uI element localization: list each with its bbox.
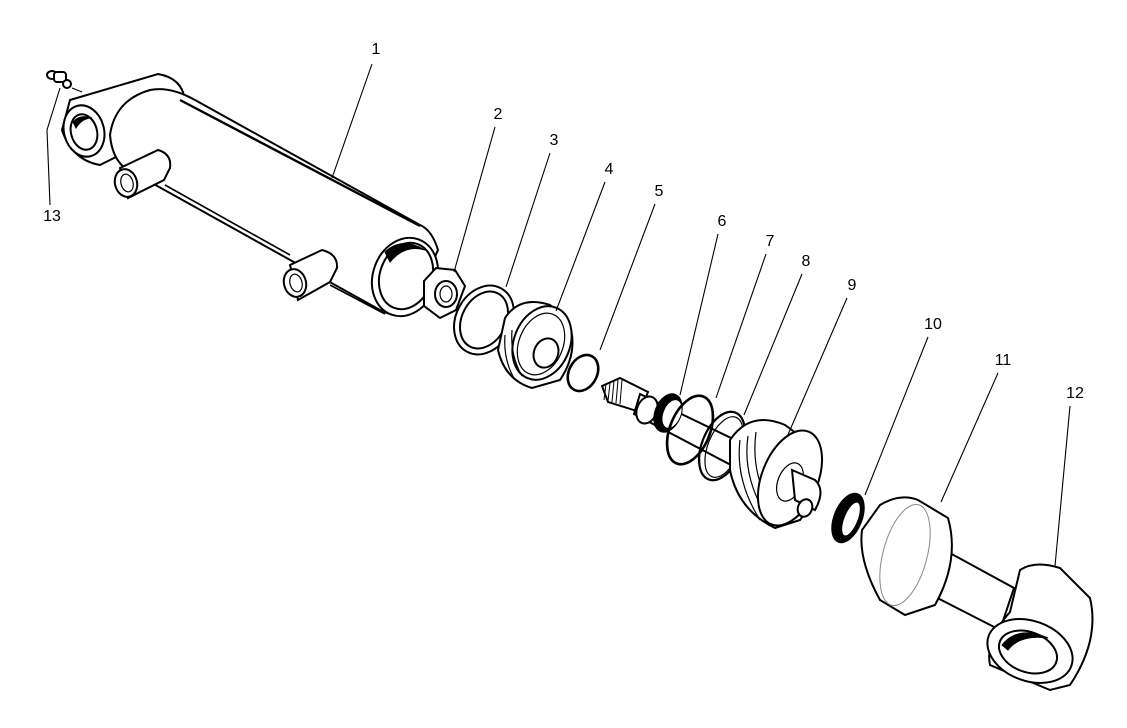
callout-3: 3 xyxy=(549,132,559,149)
callout-4: 4 xyxy=(604,161,614,178)
callout-2: 2 xyxy=(493,106,503,123)
callout-5: 5 xyxy=(654,183,664,200)
callout-13: 13 xyxy=(43,208,61,225)
callout-6: 6 xyxy=(717,213,727,230)
o-ring-5 xyxy=(566,353,600,393)
callout-1: 1 xyxy=(371,41,381,58)
leader-lines xyxy=(46,63,1071,567)
cylinder-barrel xyxy=(60,72,440,318)
wiper-seal xyxy=(831,492,865,544)
callout-12: 12 xyxy=(1066,385,1084,402)
callout-7: 7 xyxy=(765,233,775,250)
piston xyxy=(496,301,574,390)
piston-rod xyxy=(860,496,1094,692)
callout-8: 8 xyxy=(801,253,811,270)
grease-fitting xyxy=(46,70,83,93)
callout-11: 11 xyxy=(994,352,1012,369)
callout-9: 9 xyxy=(847,277,857,294)
nut xyxy=(423,266,467,320)
callout-10: 10 xyxy=(924,316,942,333)
rod-assembly xyxy=(600,376,824,530)
